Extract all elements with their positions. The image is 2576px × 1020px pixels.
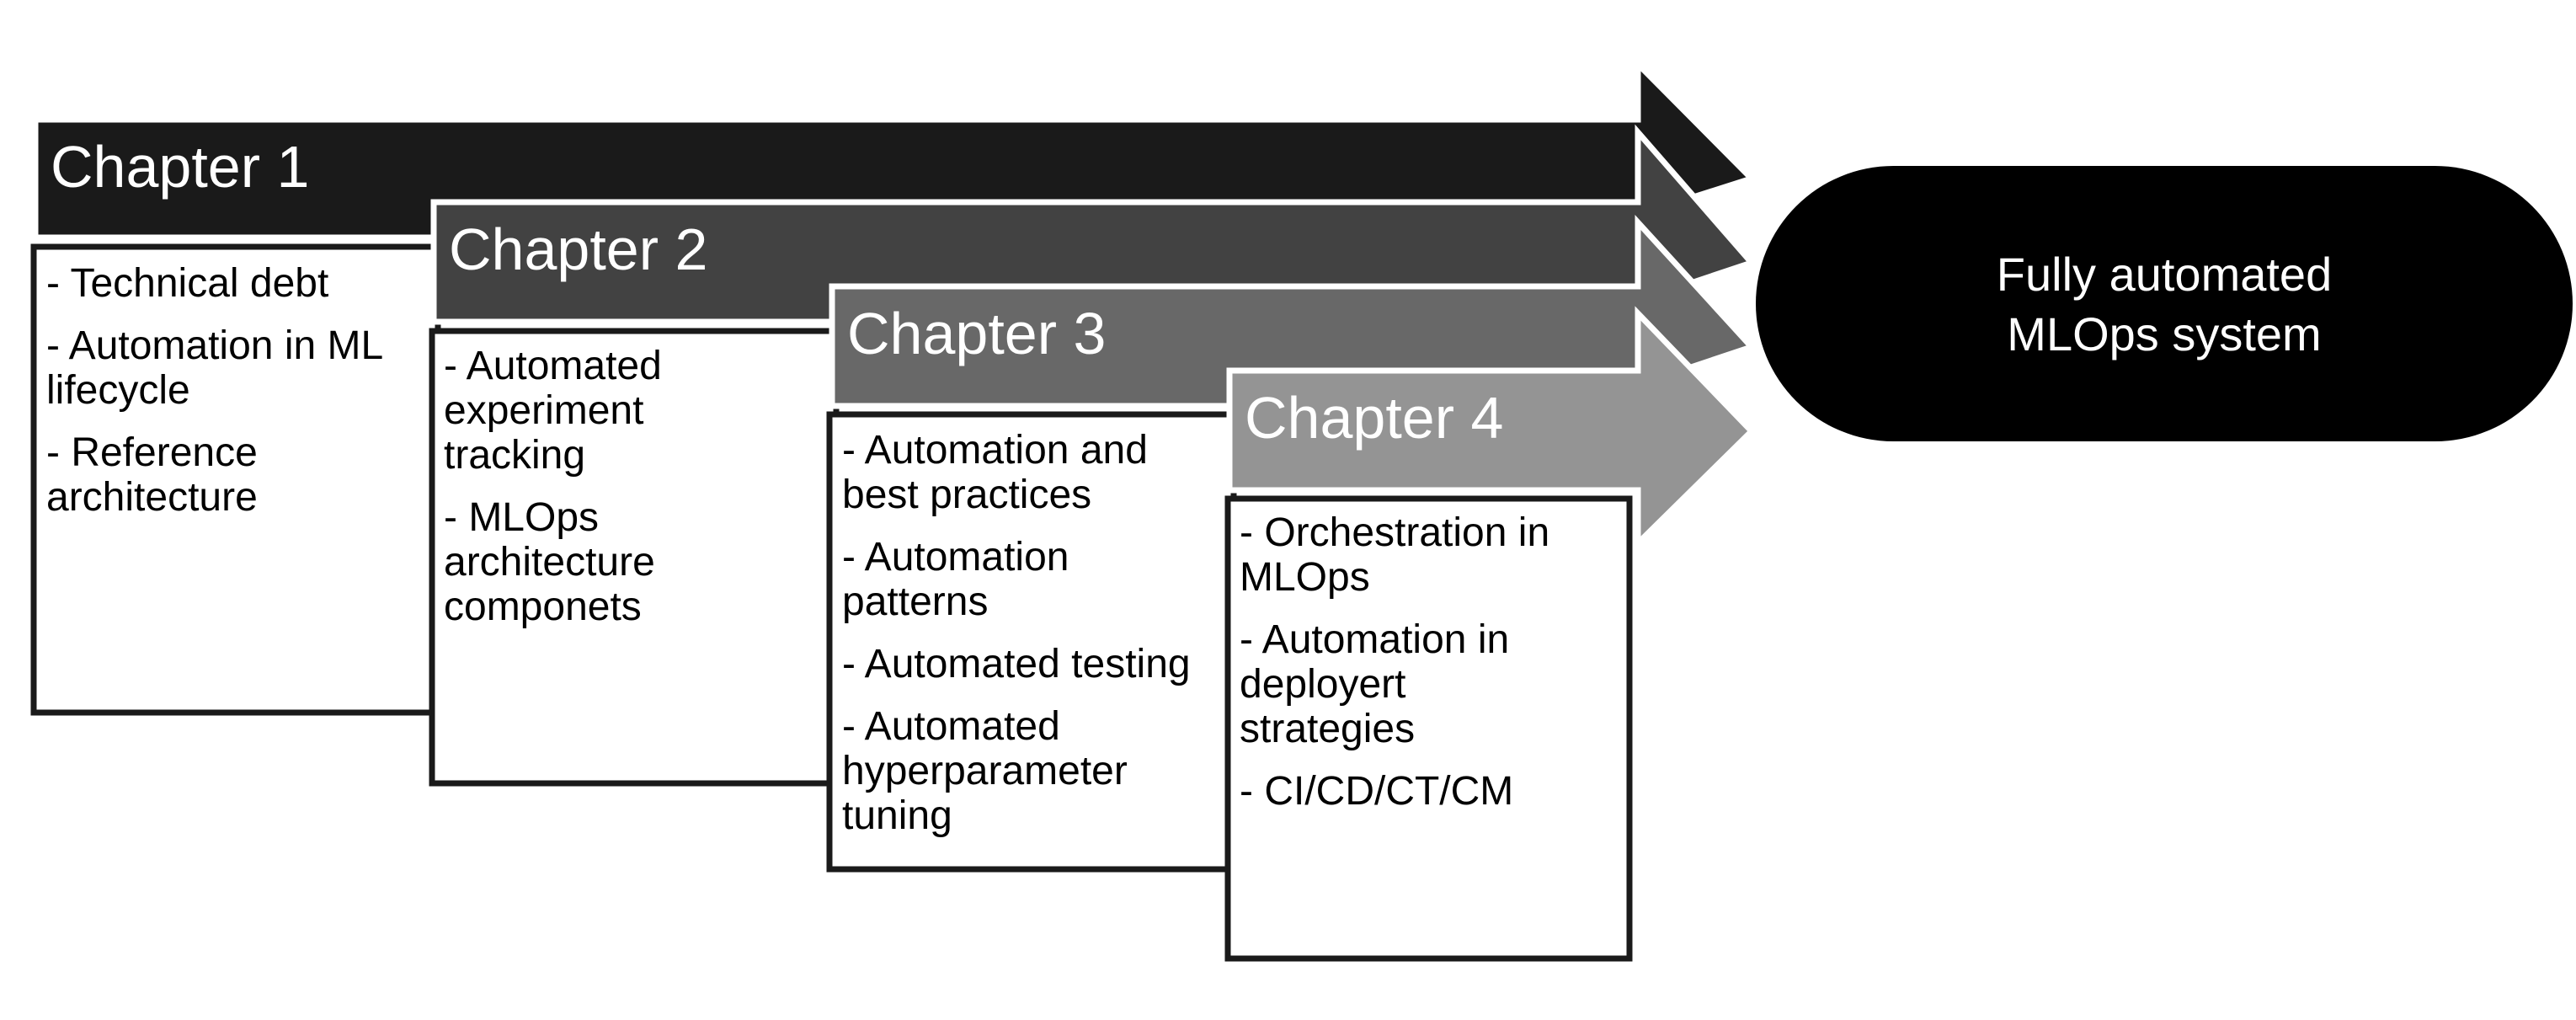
chapter-arrows: Chapter 1 Chapter 2 Chapter 3 Chapter 4 bbox=[32, 56, 1757, 551]
chapter-4-item-3: - CI/CD/CT/CM bbox=[1240, 769, 1513, 814]
chapter-4-title: Chapter 4 bbox=[1245, 385, 1503, 451]
chapter-1-title: Chapter 1 bbox=[51, 134, 309, 200]
goal-shape bbox=[1756, 166, 2573, 441]
chapter-4-box-frame bbox=[1224, 495, 1633, 962]
chapter-3-title: Chapter 3 bbox=[847, 301, 1106, 366]
chapter-4-arrow: Chapter 4 bbox=[1226, 306, 1756, 551]
chapter-3-box-frame bbox=[826, 411, 1237, 873]
chapter-3-arrow: Chapter 3 bbox=[829, 214, 1757, 409]
chapter-1-item-1: - Technical debt bbox=[46, 261, 328, 306]
chapter-3-item-3: - Automated testing bbox=[842, 642, 1191, 686]
chapter-1-box-frame bbox=[30, 243, 441, 716]
chapter-3-arrow-shape bbox=[829, 214, 1757, 409]
chapter-2-arrow: Chapter 2 bbox=[430, 124, 1757, 325]
chapter-2-title: Chapter 2 bbox=[449, 216, 707, 282]
chapter-1-arrow: Chapter 1 bbox=[32, 56, 1757, 241]
chapter-4-arrow-shape bbox=[1226, 306, 1756, 551]
